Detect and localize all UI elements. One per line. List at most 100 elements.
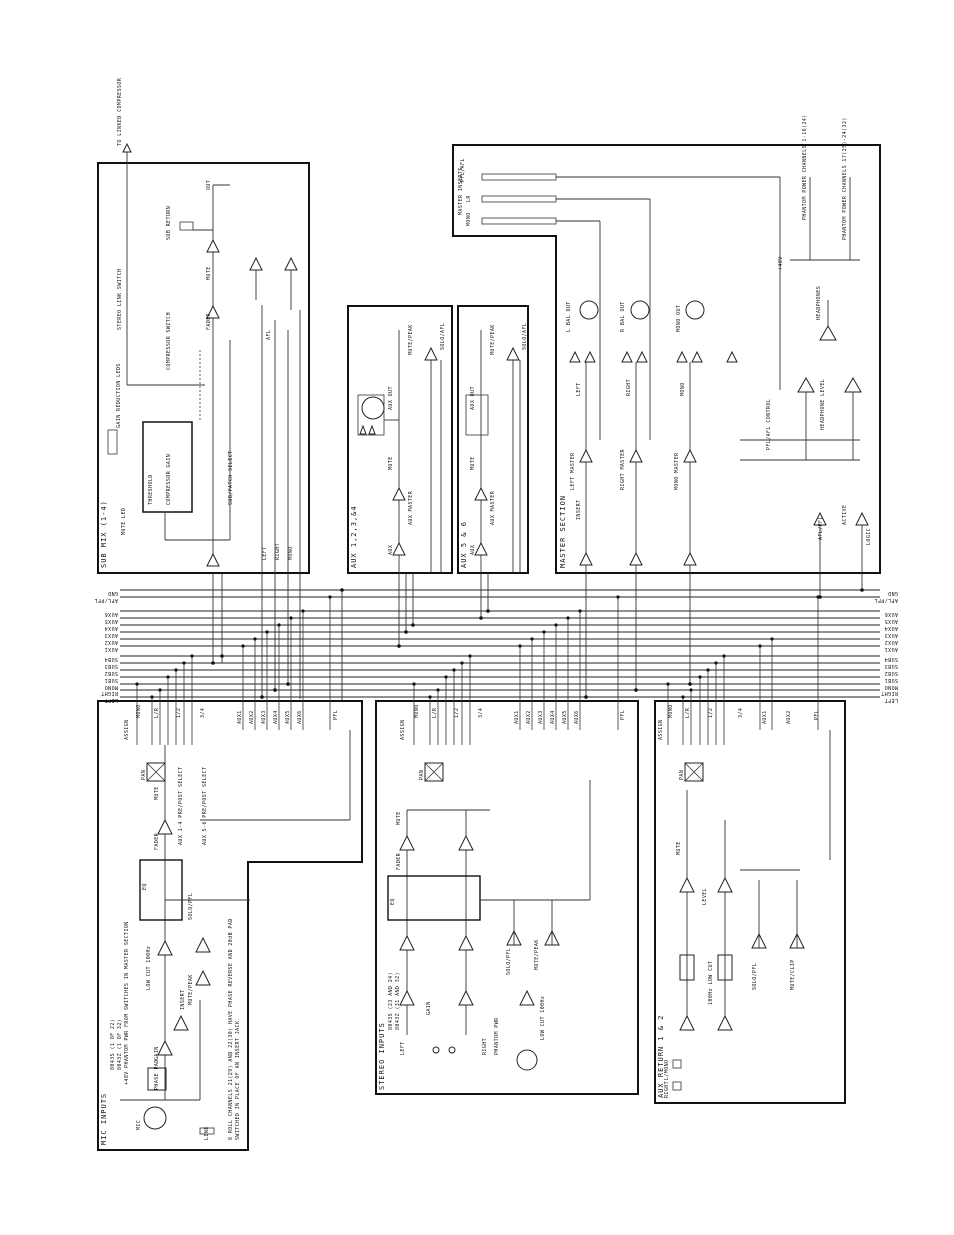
right-bal-out-xlr [630, 300, 650, 320]
mic-label-solo-pfl: SOLO/PFL [188, 893, 194, 920]
mic-label-mono: MONO [136, 704, 142, 718]
stereo-pan-block [424, 762, 444, 782]
bus-label-sub3-right: SUB3 [884, 663, 898, 669]
sub-mix-label-compressor-gain: COMPRESSOR GAIN [166, 454, 172, 505]
aux-return-label-34: 3/4 [738, 708, 744, 718]
stereo-label-low-cut: LOW CUT 100Hz [540, 996, 546, 1040]
aux-return-right-lowcut [717, 954, 733, 981]
master-label-mono-out: MONO OUT [676, 305, 682, 332]
bus-label-aux4-right: AUX4 [884, 625, 898, 631]
stereo-input-circuit [387, 762, 591, 1071]
master-label-headphones: HEADPHONES [816, 286, 822, 320]
master-label-insert: INSERT [576, 500, 582, 520]
mic-label-aux2: AUX2 [249, 710, 255, 724]
mic-label-aux1: AUX1 [237, 710, 243, 724]
stereo-left-rca [432, 1046, 440, 1054]
sub-mix-label-gain-reduction: GAIN REDUCTION LEDS [116, 363, 122, 428]
aux-56-title: AUX 5 & 6 [460, 521, 468, 568]
bus-label-sub4-right: SUB4 [884, 656, 898, 662]
sub-mix-section-box [97, 162, 310, 574]
sub-mix-out-amp [206, 238, 220, 253]
stereo-label-phantom: PHANTOM PWR [494, 1017, 500, 1055]
bus-label-aux3-left: AUX3 [104, 632, 118, 638]
bus-label-aux1-right: AUX1 [884, 646, 898, 652]
bus-label-sub1-left: SUB1 [104, 677, 118, 683]
stereo-label-34: 3/4 [478, 708, 484, 718]
master-title: MASTER SECTION [559, 495, 567, 568]
mic-footnote-line-1: 8 ROLL CHANNELS 21(29) AND 22(30) HAVE P… [228, 918, 234, 1140]
sub-mix-label-out: OUT [206, 180, 212, 190]
master-insert-jack-lr [481, 195, 557, 203]
bus-label-gnd-right: GND [888, 590, 898, 596]
sub-mix-label-left: LEFT [262, 546, 268, 560]
stereo-label-aux4: AUX4 [550, 710, 556, 724]
mic-label-assign: ASSIGN [124, 720, 130, 740]
bus-label-mono-right: MONO [884, 684, 898, 690]
master-label-left: LEFT [576, 382, 582, 396]
line-input-jack [199, 1127, 215, 1135]
aux-return-circuit [672, 730, 831, 1091]
master-label-mono: MONO [466, 212, 472, 226]
gain-reduction-leds [107, 429, 118, 455]
master-label-mono-master: MONO MASTER [674, 452, 680, 490]
bus-label-aux6-left: AUX6 [104, 611, 118, 617]
master-circuit [481, 173, 869, 573]
aux-56-label-mute: MUTE [470, 456, 476, 470]
master-section-box [452, 144, 881, 574]
sub-mix-label-mute-led: MUTE LED [121, 508, 127, 535]
bus-label-right-right: RIGHT [881, 690, 898, 696]
mic-label-mute: MUTE [154, 786, 160, 800]
bus-label-aux5-right: AUX5 [884, 618, 898, 624]
mic-label-aux5: AUX5 [285, 710, 291, 724]
stereo-label-aux2: AUX2 [526, 710, 532, 724]
mic-pan-block [146, 762, 166, 782]
bus-label-aux6-right: AUX6 [884, 611, 898, 617]
master-insert-jack-mono [481, 217, 557, 225]
bus-label-sub2-left: SUB2 [104, 670, 118, 676]
stereo-label-aux1: AUX1 [514, 710, 520, 724]
bus-label-mono-left: MONO [104, 684, 118, 690]
aux-return-section-box [654, 700, 846, 1104]
bus-label-left-right: LEFT [884, 697, 898, 703]
mic-label-aux4: AUX4 [273, 710, 279, 724]
bus-label-aux1-left: AUX1 [104, 646, 118, 652]
stereo-label-lr: L/R [432, 707, 438, 718]
left-bal-out-xlr [579, 300, 599, 320]
stereo-model-line-2: 8043Z (31 AND 32) [395, 972, 401, 1030]
aux-1234-label-aux-master: AUX MASTER [408, 490, 414, 525]
master-label-pfl-afl: PFL/AFL [460, 158, 466, 182]
sub-return-jack [179, 221, 194, 231]
mic-label-aux6: AUX6 [297, 710, 303, 724]
mic-label-pfl: PFL [333, 710, 339, 720]
aux-return-label-right: RIGHT [664, 1081, 670, 1098]
mic-label-pan: PAN [141, 770, 147, 780]
stereo-label-pfl: PFL [620, 710, 626, 720]
master-label-pfl-afl-control: PFL/AFL CONTROL [766, 399, 772, 450]
aux-return-label-aux1: AUX1 [762, 710, 768, 724]
mic-label-mic: MIC [136, 1120, 142, 1130]
sub-mix-label-sub-patch: SUB/PATCH SELECT [228, 450, 234, 505]
mic-model-line-1: 8043S (1 OF 22) [110, 1019, 116, 1070]
mic-label-insert: INSERT [180, 990, 186, 1010]
aux-return-pan-block [684, 762, 704, 782]
bus-label-sub3-left: SUB3 [104, 663, 118, 669]
lower-bus-taps [136, 597, 819, 745]
bus-label-aux2-left: AUX2 [104, 639, 118, 645]
stereo-eq-block [387, 875, 481, 921]
aux-1234-title: AUX 1,2,3,&4 [350, 505, 358, 568]
bus-label-left-left: LEFT [104, 697, 118, 703]
stereo-xlr-input [516, 1049, 538, 1071]
stereo-label-pan: PAN [419, 770, 425, 780]
aux-return-title: AUX RETURN 1 & 2 [657, 1015, 665, 1098]
sub-mix-title: SUB MIX (1-4) [100, 500, 108, 568]
master-label-logic: LOGIC [866, 528, 872, 545]
bus-label-aux4-left: AUX4 [104, 625, 118, 631]
stereo-model-line-1: 8043S (23 AND 24) [388, 972, 394, 1030]
master-label-headphone-level: HEADPHONE LEVEL [820, 379, 826, 430]
sub-mix-label-threshold: THRESHOLD [148, 474, 154, 505]
mic-label-gain: GAIN [154, 1046, 160, 1060]
master-label-afl-pfl: AFL/PFL [818, 516, 824, 540]
upper-bus-taps [212, 510, 863, 700]
sub-mix-input-amp [206, 552, 220, 567]
